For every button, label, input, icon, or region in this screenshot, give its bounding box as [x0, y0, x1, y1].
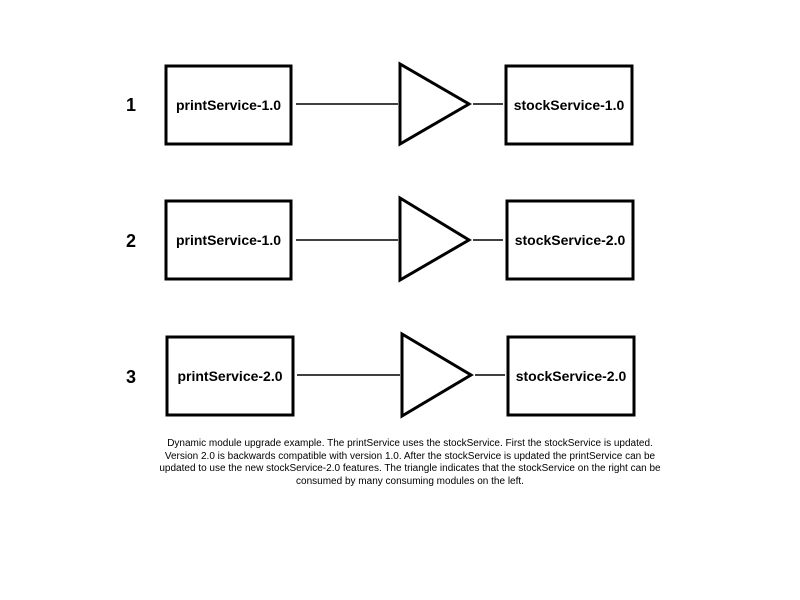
provider-module-box — [505, 199, 635, 281]
consumer-module-box — [164, 199, 293, 281]
provider-module-label: stockService-2.0 — [515, 232, 626, 248]
provider-module-box — [504, 64, 634, 146]
module-upgrade-diagram: 1 printService-1.0 stockService-1.0 2 pr… — [126, 61, 636, 419]
consumer-module-label: printService-1.0 — [176, 232, 281, 248]
row-number: 2 — [126, 231, 136, 251]
consumer-module-box — [164, 64, 293, 146]
row-number: 3 — [126, 367, 136, 387]
triangle-connector — [398, 195, 472, 283]
provider-module-box — [506, 335, 636, 417]
row-number: 1 — [126, 95, 136, 115]
diagram-row-3: 3 printService-2.0 stockService-2.0 — [126, 331, 636, 419]
triangle-connector — [400, 331, 474, 419]
triangle-connector — [398, 61, 472, 147]
provider-module-label: stockService-1.0 — [514, 97, 625, 113]
consumer-module-label: printService-2.0 — [177, 368, 282, 384]
consumer-module-label: printService-1.0 — [176, 97, 281, 113]
consumer-module-box — [165, 335, 295, 417]
provider-module-label: stockService-2.0 — [516, 368, 627, 384]
diagram-caption: Dynamic module upgrade example. The prin… — [159, 438, 661, 487]
diagram-row-1: 1 printService-1.0 stockService-1.0 — [126, 61, 634, 147]
diagram-row-2: 2 printService-1.0 stockService-2.0 — [126, 195, 635, 283]
